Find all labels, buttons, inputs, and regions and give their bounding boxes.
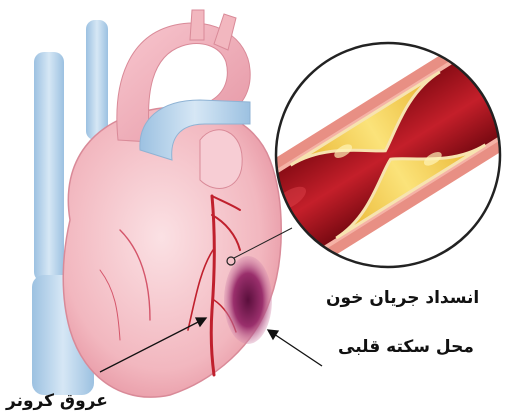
label-blood-flow-blockage: انسداد جریان خون [326, 288, 479, 308]
label-heart-attack-site: محل سکته قلبی [338, 337, 474, 357]
arrow-infarct [268, 330, 322, 366]
label-coronary-arteries: عروق کرونر [6, 391, 108, 411]
infarct-region [224, 256, 272, 344]
